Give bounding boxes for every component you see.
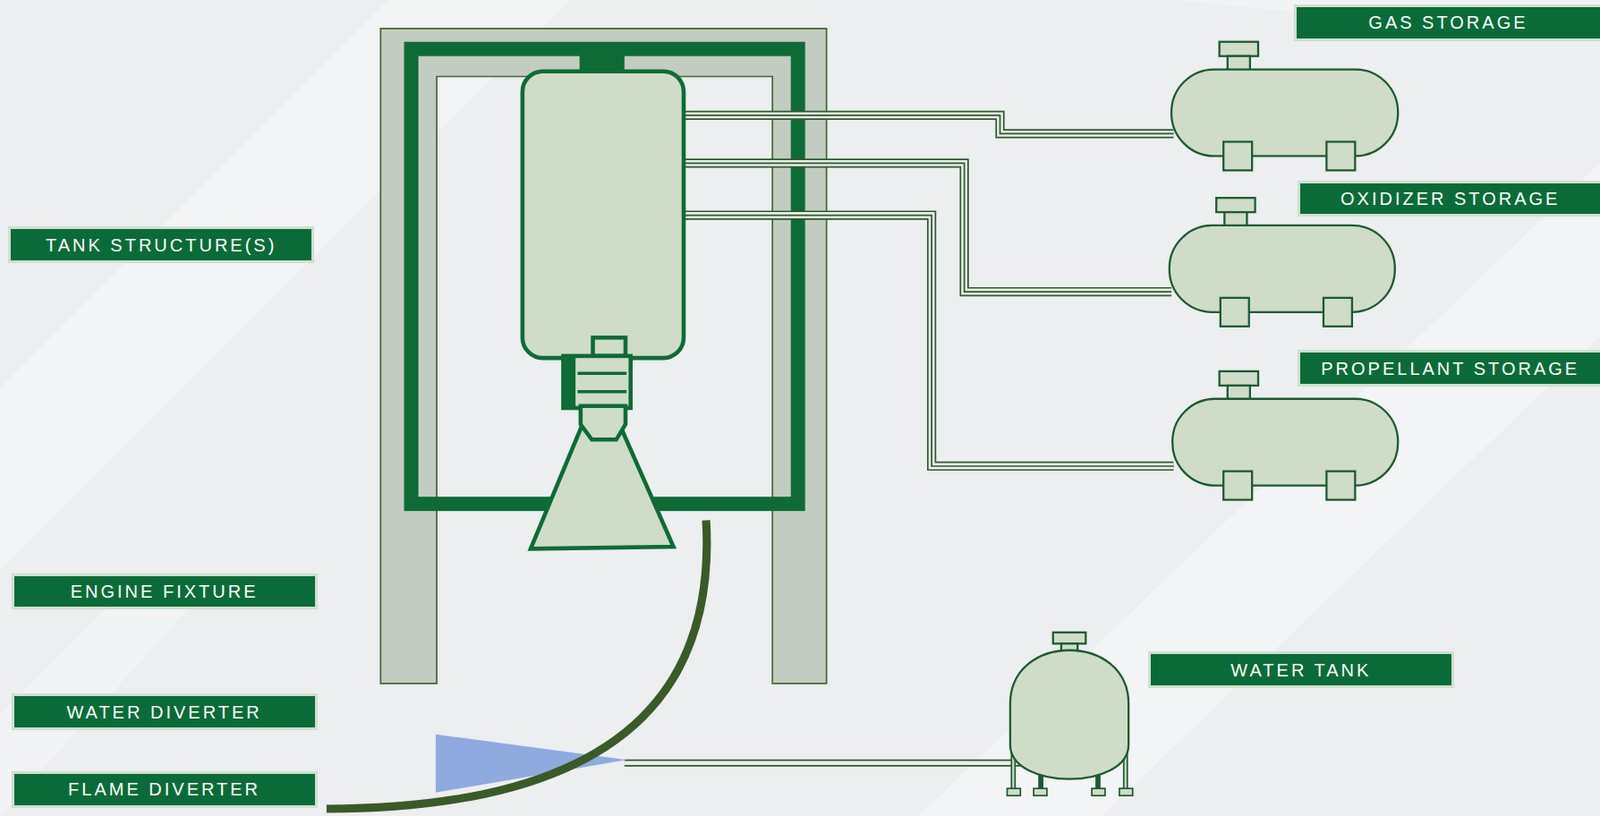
- oxidizer-storage-tank: [1169, 197, 1396, 327]
- tank-foot: [1326, 471, 1355, 501]
- tank-foot: [1119, 788, 1133, 796]
- injector-line: [577, 390, 627, 393]
- background-band: [918, 162, 1600, 816]
- label-box: FLAME DIVERTER: [11, 771, 318, 809]
- tank-cap: [1053, 632, 1086, 645]
- label-box: OXIDIZER STORAGE: [1297, 180, 1600, 217]
- label-text: FLAME DIVERTER: [68, 779, 261, 800]
- flame-diverter: [326, 519, 707, 809]
- tank-foot: [1033, 788, 1047, 796]
- propellant-pipe: [683, 215, 1174, 467]
- tank-foot: [1223, 471, 1252, 501]
- tank-cap: [1219, 42, 1259, 57]
- gas-pipe: [683, 115, 1174, 135]
- tank-body: [1171, 69, 1398, 157]
- tank-neck: [1227, 385, 1251, 400]
- tank-body: [1010, 650, 1129, 780]
- tank-foot: [1220, 297, 1250, 327]
- propellant-storage-tank: [1172, 371, 1398, 501]
- tank-neck: [1224, 212, 1247, 227]
- tank-foot: [1006, 788, 1021, 796]
- tank-cap: [1219, 371, 1259, 386]
- label-text: WATER TANK: [1230, 660, 1371, 681]
- label-box: TANK STRUCTURE(S): [8, 226, 315, 264]
- label-text: GAS STORAGE: [1368, 12, 1528, 33]
- label-text: OXIDIZER STORAGE: [1340, 188, 1560, 209]
- label-box: WATER TANK: [1148, 651, 1455, 689]
- label-box: ENGINE FIXTURE: [11, 573, 318, 610]
- label-text: TANK STRUCTURE(S): [45, 235, 277, 256]
- tank-body: [1169, 225, 1396, 313]
- tank-foot: [1223, 141, 1252, 171]
- label-text: WATER DIVERTER: [66, 702, 262, 723]
- propellant-pipe: [683, 215, 1174, 467]
- tank-structure: [380, 28, 826, 684]
- tank-body: [1172, 399, 1398, 486]
- engine-valve: [593, 337, 626, 357]
- propellant-pipe: [683, 215, 1174, 467]
- tank-cap: [1216, 197, 1255, 213]
- label-box: WATER DIVERTER: [11, 693, 318, 731]
- label-text: ENGINE FIXTURE: [70, 581, 259, 602]
- tank-foot: [1091, 788, 1106, 796]
- tank-foot: [1326, 141, 1355, 171]
- water-tank: [1006, 632, 1132, 796]
- engine-nozzle: [530, 426, 674, 550]
- background-band: [0, 0, 572, 571]
- water-pipe: [624, 759, 1021, 767]
- tank-foot: [1323, 297, 1353, 327]
- gas-pipe: [683, 115, 1174, 135]
- water-pipe: [624, 760, 1021, 766]
- label-box: PROPELLANT STORAGE: [1297, 349, 1600, 387]
- gas-pipe: [683, 115, 1174, 135]
- injector-block: [562, 356, 630, 409]
- injector-flange: [562, 356, 576, 409]
- nozzle-throat: [580, 406, 626, 441]
- injector-line: [577, 372, 627, 375]
- label-box: GAS STORAGE: [1293, 4, 1600, 42]
- label-text: PROPELLANT STORAGE: [1320, 358, 1580, 379]
- tank-neck: [1227, 56, 1251, 71]
- run-tank: [522, 71, 684, 358]
- gas-storage-tank: [1171, 42, 1398, 171]
